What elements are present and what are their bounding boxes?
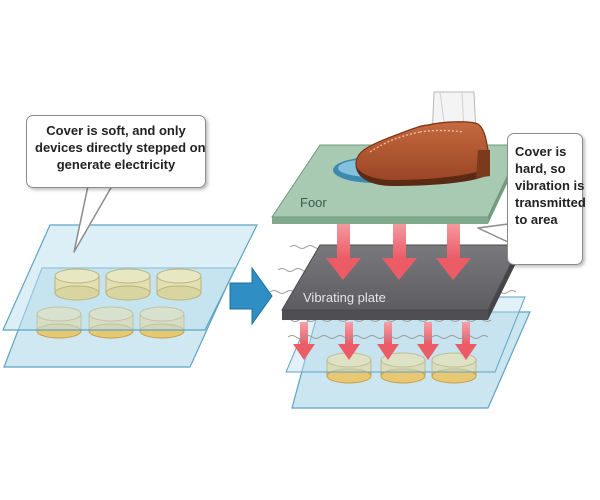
down-arrow-icon xyxy=(326,220,361,280)
callout-line: Cover is xyxy=(515,144,567,159)
left-assembly xyxy=(2,185,258,368)
right-callout-pointer xyxy=(477,223,509,243)
down-arrow-icon xyxy=(338,322,360,360)
soft-cover-callout: Cover is soft, and only devices directly… xyxy=(26,115,206,188)
floor-label: Foor xyxy=(300,195,327,210)
callout-line: Cover is soft, and only xyxy=(46,123,186,138)
hard-cover-callout: Cover is hard, so vibration is transmitt… xyxy=(507,133,586,265)
right-assembly xyxy=(269,91,531,409)
left-top-discs xyxy=(54,268,202,301)
down-arrow-icon xyxy=(293,322,315,360)
callout-line: generate electricity xyxy=(56,157,176,172)
callout-line: transmitted xyxy=(515,195,586,210)
down-arrow-icon xyxy=(377,322,399,360)
disc xyxy=(156,268,202,301)
disc xyxy=(105,268,151,301)
callout-line: hard, so xyxy=(515,161,566,176)
callout-line: vibration is xyxy=(515,178,585,193)
upper-vibration-arrows xyxy=(326,220,471,280)
lower-vibration-arrows xyxy=(293,322,477,360)
callout-line: to area xyxy=(515,212,558,227)
down-arrow-icon xyxy=(417,322,439,360)
down-arrow-icon xyxy=(436,220,471,280)
callout-line: devices directly stepped on xyxy=(35,140,206,155)
disc xyxy=(54,268,100,301)
direction-arrow-icon xyxy=(229,266,273,326)
vibrating-plate-label: Vibrating plate xyxy=(303,290,386,305)
down-arrow-icon xyxy=(455,322,477,360)
down-arrow-icon xyxy=(382,220,417,280)
shoe-icon xyxy=(355,91,490,186)
